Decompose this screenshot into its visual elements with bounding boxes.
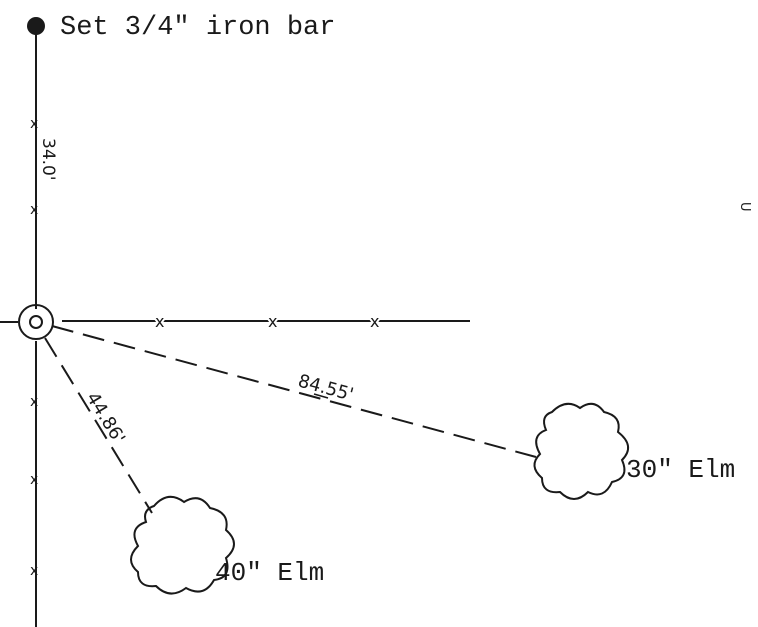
tie-line-30in-elm: [51, 325, 537, 458]
tie-distance-30in-elm: 84.55': [296, 371, 356, 406]
east-tick: x: [370, 312, 379, 331]
south-tick: x: [30, 394, 38, 410]
tie-line-40in-elm: [44, 337, 153, 514]
elm-40in-label: 40" Elm: [215, 558, 324, 588]
elm-30in-label: 30" Elm: [626, 455, 735, 485]
north-tick: x: [30, 202, 38, 218]
reference-point-icon: [18, 304, 54, 340]
east-tick: x: [268, 312, 277, 331]
edge-mark: U: [737, 202, 752, 212]
monument-label: Set 3/4" iron bar: [60, 13, 335, 43]
south-tick: x: [30, 563, 38, 579]
north-tie-distance: 34.0': [38, 138, 58, 181]
iron-bar-icon: [27, 17, 45, 35]
east-tick: x: [155, 312, 164, 331]
reference-point-inner-icon: [29, 315, 43, 329]
south-tick: x: [30, 472, 38, 488]
elm-30in-canopy-icon: [533, 402, 629, 500]
tie-distance-30in-underline: [313, 393, 329, 399]
elm-40in-canopy-icon: [130, 495, 235, 595]
tie-distance-40in-elm: 44.86': [82, 389, 129, 448]
north-tick: x: [30, 116, 38, 132]
